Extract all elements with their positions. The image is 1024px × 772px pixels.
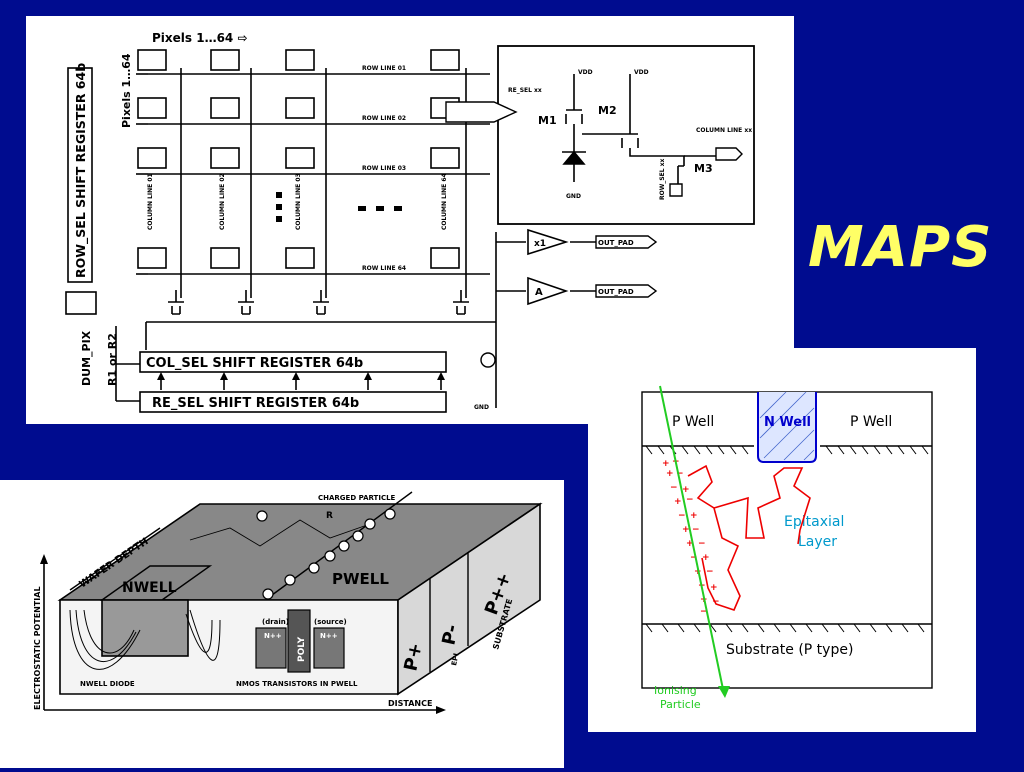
- current-source: [480, 352, 496, 368]
- svg-text:+: +: [710, 583, 718, 593]
- r-label: R: [326, 511, 333, 521]
- column-line-xx-label: COLUMN LINE xx: [696, 127, 752, 134]
- svg-text:+: +: [666, 469, 674, 479]
- col-sel-register-label: COL_SEL SHIFT REGISTER 64b: [146, 356, 363, 371]
- pixels-side-label: Pixels 1…64: [120, 53, 133, 128]
- drain-label: (drain): [262, 618, 289, 626]
- pixels-top-label: Pixels 1…64 ⇨: [152, 31, 248, 45]
- re-sel-register-label: RE_SEL SHIFT REGISTER 64b: [152, 396, 359, 411]
- m1-label: M1: [538, 114, 557, 127]
- column-line-64-label: COLUMN LINE 64: [441, 173, 448, 230]
- nwell-diode-label: NWELL DIODE: [80, 680, 135, 688]
- cross-section-panel: ELECTROSTATIC POTENTIAL DISTANCE WAFER D…: [0, 480, 564, 768]
- out-pad-2-label: OUT_PAD: [598, 288, 634, 296]
- svg-text:−: −: [698, 539, 706, 549]
- row-sel-register: [67, 67, 93, 283]
- m2-label: M2: [598, 104, 617, 117]
- out-pad-1: [595, 235, 658, 249]
- epitaxial-label-line2: Layer: [798, 534, 837, 550]
- out-pad-2: [595, 284, 658, 298]
- epitaxial-label-line1: Epitaxial: [784, 514, 844, 530]
- svg-text:−: −: [670, 483, 678, 493]
- out-pad-1-label: OUT_PAD: [598, 239, 634, 247]
- nwell-label: NWELL: [122, 580, 177, 596]
- dummy-pixel: [65, 291, 97, 315]
- r1r2-label: R1 or R2: [106, 333, 119, 386]
- p-well-left-label: P Well: [672, 414, 714, 430]
- npp-right-label: N++: [320, 632, 338, 640]
- svg-text:−: −: [706, 567, 714, 577]
- x1-label: x1: [534, 239, 546, 249]
- svg-text:+: +: [682, 485, 690, 495]
- epitaxial-layer-diagram: P Well N Well P Well Epitaxial Layer Sub…: [641, 385, 933, 711]
- poly-label: POLY: [297, 636, 307, 662]
- row-line-02-label: ROW LINE 02: [362, 115, 406, 122]
- svg-text:+: +: [682, 525, 690, 535]
- schematic-panel: Pixels 1…64 ⇨ Pixels 1…64 ROW_SEL SHIFT …: [26, 16, 794, 424]
- a-label: A: [535, 287, 543, 298]
- x1-buffer-amp: [527, 228, 569, 256]
- charged-particle-label: CHARGED PARTICLE: [318, 494, 396, 502]
- gnd-label: GND: [474, 404, 489, 411]
- column-line-01-label: COLUMN LINE 01: [147, 173, 154, 230]
- col-sel-register: [139, 351, 447, 373]
- dum-pix-label: DUM_PIX: [80, 330, 93, 386]
- row-line-64-label: ROW LINE 64: [362, 265, 406, 272]
- svg-text:−: −: [676, 469, 684, 479]
- nwell-block: [101, 599, 189, 657]
- substrate-label: Substrate (P type): [726, 642, 853, 658]
- slide-title: MAPS: [808, 215, 993, 280]
- svg-text:+: +: [702, 553, 710, 563]
- npp-left-label: N++: [264, 632, 282, 640]
- column-line-02-label: COLUMN LINE 02: [219, 173, 226, 230]
- re-sel-xx-label: RE_SEL xx: [508, 87, 542, 94]
- nmos-label: NMOS TRANSISTORS IN PWELL: [236, 680, 358, 688]
- electrostatic-potential-label: ELECTROSTATIC POTENTIAL: [33, 586, 42, 710]
- svg-text:+: +: [686, 539, 694, 549]
- svg-text:−: −: [700, 607, 708, 617]
- svg-text:−: −: [690, 553, 698, 563]
- a-amp: [527, 276, 569, 306]
- maps-schematic-diagram: Pixels 1…64 ⇨ Pixels 1…64 ROW_SEL SHIFT …: [65, 31, 755, 413]
- svg-text:+: +: [662, 459, 670, 469]
- pwell-label: PWELL: [332, 570, 389, 588]
- m3-label: M3: [694, 162, 713, 175]
- column-line-03-label: COLUMN LINE 03: [295, 173, 302, 230]
- svg-text:−: −: [686, 495, 694, 505]
- charge-diffusion-path: [687, 464, 811, 611]
- gnd-detail-label: GND: [566, 193, 581, 200]
- svg-text:+: +: [690, 511, 698, 521]
- source-label: (source): [314, 618, 347, 626]
- ionising-label-line1: Ionising: [654, 684, 697, 697]
- vdd-1-label: VDD: [578, 69, 593, 76]
- svg-text:+: +: [674, 497, 682, 507]
- epitaxial-panel: P Well N Well P Well Epitaxial Layer Sub…: [588, 348, 976, 732]
- p-well-right-label: P Well: [850, 414, 892, 430]
- ionising-particle-track: [659, 385, 725, 695]
- n-well-label: N Well: [764, 415, 811, 430]
- re-sel-register: [139, 391, 447, 413]
- row-line-03-label: ROW LINE 03: [362, 165, 406, 172]
- p-minus-label: P-: [438, 623, 463, 647]
- epi-label: EPI: [450, 652, 460, 666]
- svg-text:−: −: [712, 597, 720, 607]
- maps-3d-cross-section: ELECTROSTATIC POTENTIAL DISTANCE WAFER D…: [33, 491, 543, 714]
- distance-label: DISTANCE: [388, 699, 432, 708]
- row-sel-register-label: ROW_SEL SHIFT REGISTER 64b: [73, 63, 89, 278]
- row-line-01-label: ROW LINE 01: [362, 65, 406, 72]
- pixel-detail-box: [497, 45, 755, 225]
- vdd-2-label: VDD: [634, 69, 649, 76]
- svg-text:−: −: [692, 525, 700, 535]
- row-sel-xx-label: ROW_SEL xx: [659, 158, 666, 200]
- svg-text:−: −: [678, 511, 686, 521]
- ionising-label-line2: Particle: [660, 698, 701, 711]
- column-out-arrow: [715, 147, 743, 161]
